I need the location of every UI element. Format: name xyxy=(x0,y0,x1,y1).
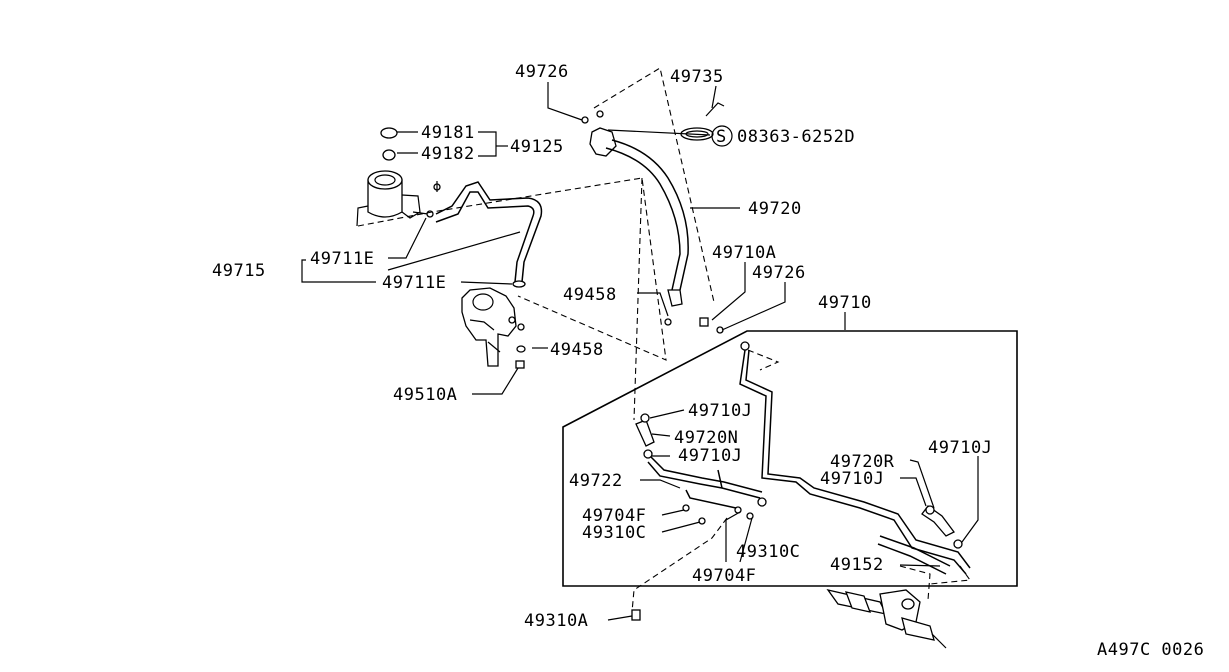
steering-pump xyxy=(461,287,526,369)
label-49182: 49182 xyxy=(421,144,475,164)
label-49510a: 49510A xyxy=(393,385,457,405)
label-49710j-c: 49710J xyxy=(928,438,992,458)
label-49710a: 49710A xyxy=(712,243,776,263)
label-49710j-d: 49710J xyxy=(820,469,884,489)
label-49125: 49125 xyxy=(510,137,564,157)
s-symbol: S xyxy=(716,127,727,147)
tube-assembly xyxy=(631,317,971,621)
standard-part-marker: S xyxy=(711,125,733,147)
label-49152: 49152 xyxy=(830,555,884,575)
label-49720n: 49720N xyxy=(674,428,738,448)
tube-assembly-box xyxy=(562,330,1018,587)
label-49310c-b: 49310C xyxy=(736,542,800,562)
label-49310c-a: 49310C xyxy=(582,523,646,543)
label-49310a: 49310A xyxy=(524,611,588,631)
label-49711e-a: 49711E xyxy=(310,249,374,269)
label-49722: 49722 xyxy=(569,471,623,491)
part-labels: 49726 49735 49181 49182 49125 08363-6252… xyxy=(212,62,1204,660)
label-49704f-a: 49704F xyxy=(582,506,646,526)
leader-lines xyxy=(301,82,979,621)
label-08363-6252d: 08363-6252D xyxy=(737,127,855,147)
label-49181: 49181 xyxy=(421,123,475,143)
label-49715: 49715 xyxy=(212,261,266,281)
label-49710: 49710 xyxy=(818,293,872,313)
suction-hose xyxy=(435,181,543,288)
label-49711e-b: 49711E xyxy=(382,273,446,293)
steering-gear xyxy=(826,588,947,649)
label-49704f-b: 49704F xyxy=(692,566,756,586)
label-49726-mid: 49726 xyxy=(752,263,806,283)
label-49710j-b: 49710J xyxy=(678,446,742,466)
label-49710j-a: 49710J xyxy=(688,401,752,421)
label-49726-top: 49726 xyxy=(515,62,569,82)
label-49720r: 49720R xyxy=(830,452,895,472)
diagram-id: A497C 0026 xyxy=(1097,640,1204,660)
reservoir-tank xyxy=(356,127,441,227)
label-49458-b: 49458 xyxy=(550,340,604,360)
label-49458-a: 49458 xyxy=(563,285,617,305)
label-49735: 49735 xyxy=(670,67,724,87)
label-49720: 49720 xyxy=(748,199,802,219)
